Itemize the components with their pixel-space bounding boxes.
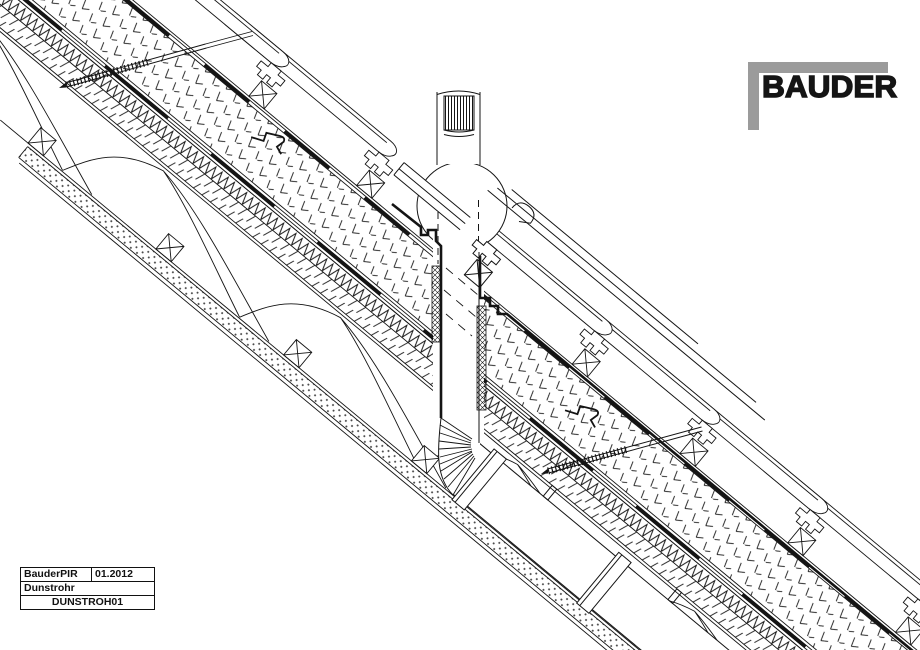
- flashing-skirt-left: [393, 162, 471, 231]
- logo-bar-left: [748, 62, 759, 130]
- bauder-logo: BAUDER: [746, 60, 898, 132]
- flashing-rolled-edge: [511, 202, 535, 224]
- fixing-screw: [59, 31, 254, 89]
- elbow-outline: [438, 417, 454, 496]
- membrane-fold: [250, 131, 286, 155]
- duct-hanger-straps: [542, 484, 683, 605]
- vent-pipe-cylinder: [436, 92, 481, 165]
- title-block-product: BauderPIR: [21, 568, 92, 581]
- flashing-step-right: [478, 256, 914, 650]
- fixing-screw: [541, 426, 703, 475]
- tile-hooks-and-battens: [248, 60, 920, 646]
- membrane-fold: [564, 404, 599, 428]
- pipe-hidden-edges: [437, 200, 479, 264]
- title-block-date: 01.2012: [95, 568, 133, 580]
- vent-duct: [393, 162, 892, 650]
- penetration-details: [59, 31, 914, 650]
- gasket-strip: [476, 305, 487, 411]
- roof-tiles: [116, 0, 920, 604]
- gasket-strip: [431, 265, 441, 343]
- interior-cladding-stipple: [18, 146, 853, 650]
- vent-grille: [443, 95, 475, 131]
- flashing-step-left: [391, 202, 443, 418]
- duct-couplings: [451, 448, 632, 615]
- title-block: BauderPIR 01.2012 Dunstrohr DUNSTROH01: [20, 567, 155, 610]
- flashing-skirt-right: [487, 187, 766, 421]
- elbow-fan-segments: [438, 417, 476, 496]
- logo-bar-top: [748, 62, 888, 73]
- logo-wordmark: BAUDER: [761, 68, 898, 104]
- interior-cladding-line: [0, 119, 856, 650]
- title-block-drawing-title: Dunstrohr: [24, 582, 75, 594]
- title-block-drawing-code: DUNSTROH01: [51, 596, 124, 608]
